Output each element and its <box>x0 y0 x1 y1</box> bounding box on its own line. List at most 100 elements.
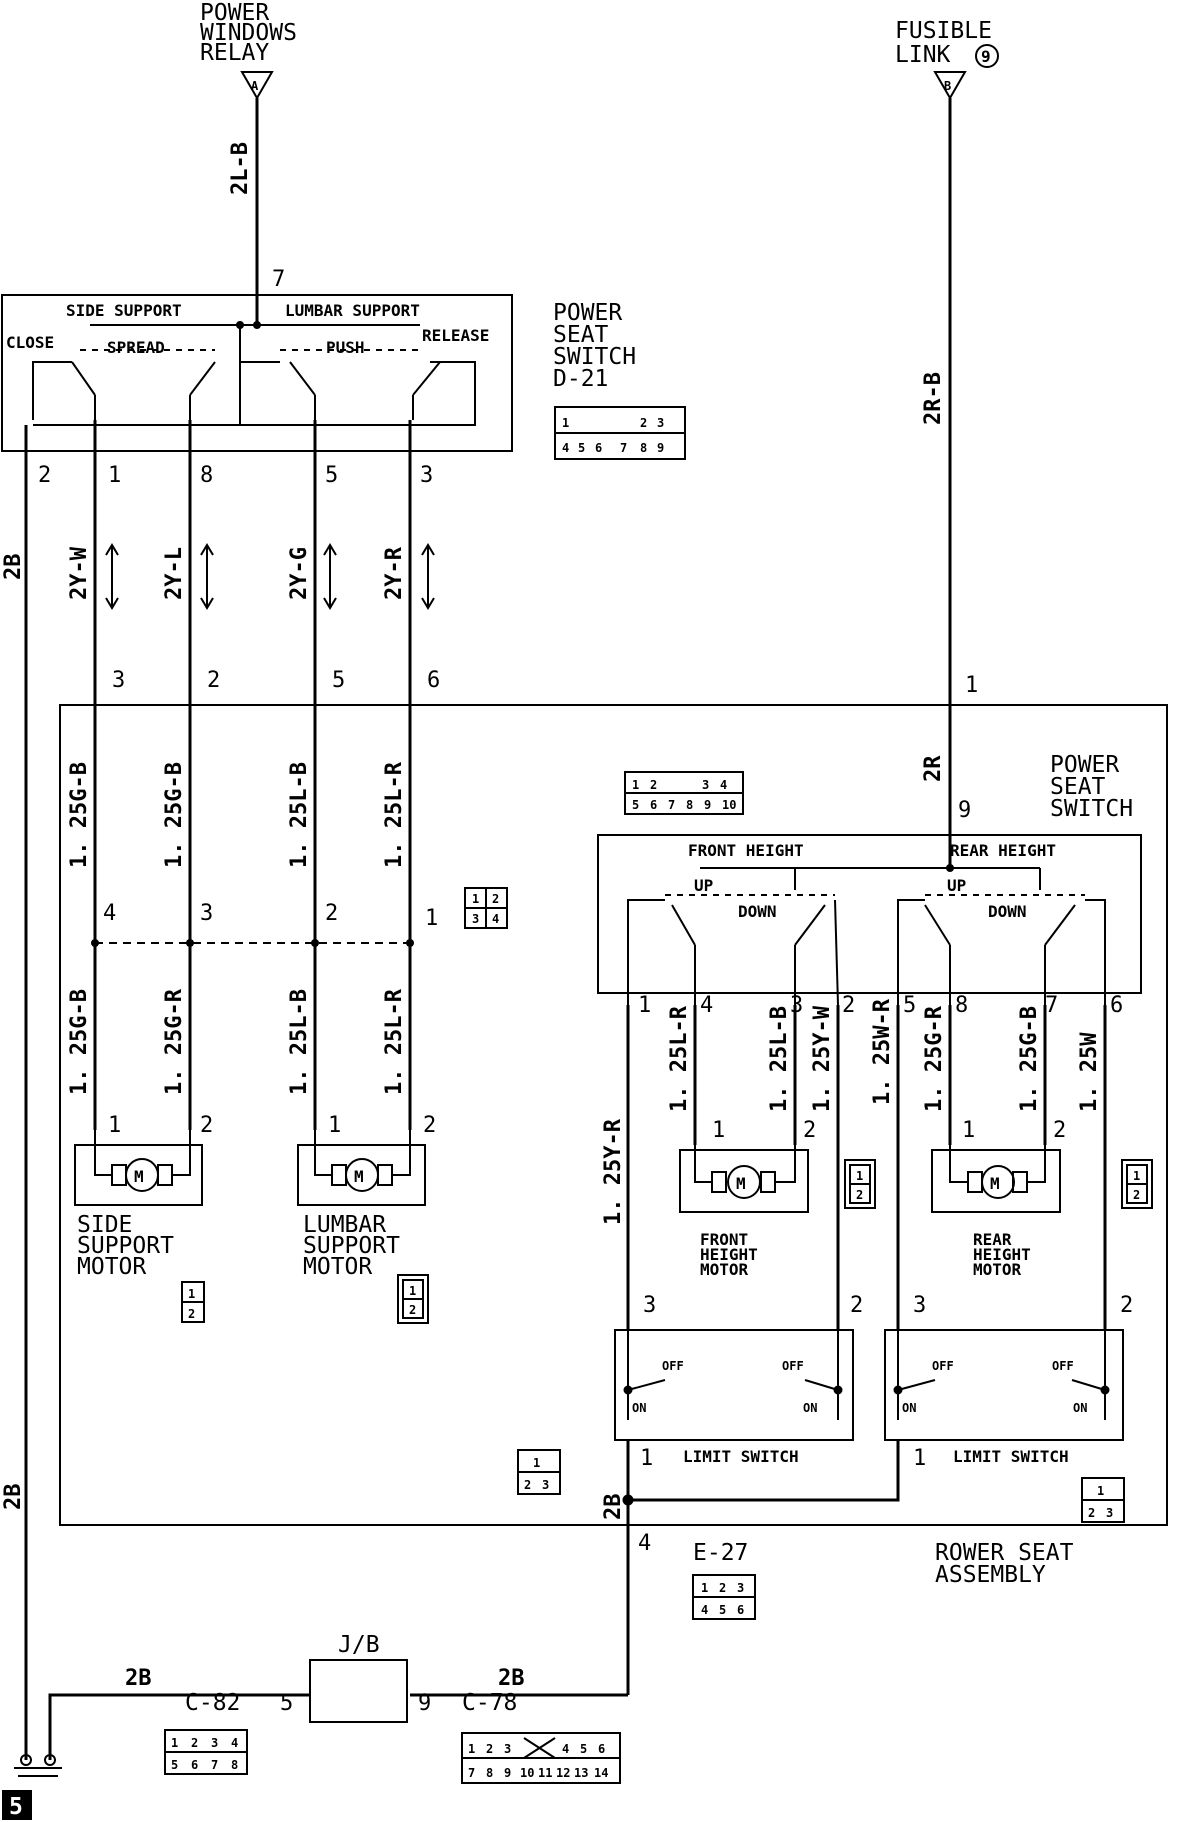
front-limit-pin-1: 1 <box>640 1446 653 1471</box>
wire-label-125gb-r: 1. 25G-B <box>1017 1006 1042 1112</box>
c10-pin-2: 2 <box>650 778 657 792</box>
wire-label-125gb-a: 1. 25G-B <box>67 762 92 868</box>
c78-pin-1: 1 <box>468 1742 475 1756</box>
ground-icon <box>14 1754 62 1777</box>
lumbar-motor-symbol-icon: M <box>354 1167 364 1186</box>
relay-connector-icon <box>240 71 274 101</box>
side-conn-pin-2: 2 <box>188 1307 195 1321</box>
lumbar-support-motor-box <box>297 1144 426 1206</box>
wire-label-125gb-c: 1. 25G-B <box>67 989 92 1095</box>
c78-pin-4: 4 <box>562 1742 569 1756</box>
c78-pin-6: 6 <box>598 1742 605 1756</box>
wire-label-125lr-a: 1. 25L-R <box>382 761 407 868</box>
hs-pin-7: 7 <box>1045 993 1058 1018</box>
wire-label-2y-r: 2Y-R <box>382 546 407 600</box>
hs-pin-6: 6 <box>1110 993 1123 1018</box>
c78-pin-2: 2 <box>486 1742 493 1756</box>
asm-pin-1: 1 <box>965 673 978 698</box>
rear-limit-connector-icon <box>1081 1477 1125 1523</box>
side-motor-pin-2: 2 <box>200 1113 213 1138</box>
wire-label-2r-b: 2R-B <box>921 372 946 425</box>
c10-pin-1: 1 <box>632 778 639 792</box>
rear-conn-pin-2: 2 <box>1133 1188 1140 1202</box>
c4-pin-4: 4 <box>492 912 499 926</box>
switch-code: D-21 <box>553 366 608 392</box>
lumbar-motor-label-3: MOTOR <box>303 1254 372 1280</box>
relay-tag: A <box>251 79 259 93</box>
rear-limit-off-left: OFF <box>932 1359 954 1373</box>
front-motor-pin-2: 2 <box>803 1118 816 1143</box>
push-label: PUSH <box>326 338 365 357</box>
c78-pin-8: 8 <box>486 1766 493 1780</box>
front-limit-switch-box <box>614 1329 854 1441</box>
d21-pin-2: 2 <box>640 416 647 430</box>
rear-limit-on-right: ON <box>1073 1401 1087 1415</box>
e27-pin-4: 4 <box>701 1603 708 1617</box>
jb-pin-5: 5 <box>280 1691 293 1716</box>
seat-switch-connector-icon <box>624 771 744 815</box>
lumbar-motor-pin-1: 1 <box>328 1113 341 1138</box>
c4-pin-3: 3 <box>472 912 479 926</box>
front-motor-connector-icon <box>844 1159 876 1209</box>
mid-pin-3: 3 <box>200 901 213 926</box>
wire-label-125gr-c: 1. 25G-R <box>162 988 187 1095</box>
c10-pin-10: 10 <box>722 798 736 812</box>
d21-pin-4: 4 <box>562 441 569 455</box>
rear-motor-symbol-icon: M <box>990 1174 1000 1193</box>
rear-motor-pin-2: 2 <box>1053 1118 1066 1143</box>
wire-label-2b-bottom-right: 2B <box>498 1666 525 1691</box>
assembly-title-1: ROWER SEAT <box>935 1540 1074 1566</box>
jb-box <box>309 1659 408 1723</box>
c78-pin-10: 10 <box>520 1766 534 1780</box>
release-label: RELEASE <box>422 326 489 345</box>
asm-pin-9: 9 <box>958 798 971 823</box>
front-height-label: FRONT HEIGHT <box>688 841 804 860</box>
side-support-motor-box <box>74 1144 203 1206</box>
page-number-badge <box>2 1790 32 1820</box>
fusible-label-1: FUSIBLE <box>895 18 992 44</box>
front-limit-pin-3: 3 <box>643 1293 656 1318</box>
front-down-label: DOWN <box>738 902 777 921</box>
fusible-tag: B <box>944 79 951 93</box>
asm-pin-2: 2 <box>207 668 220 693</box>
jb-label: J/B <box>338 1632 380 1658</box>
rear-motor-label-2: HEIGHT <box>973 1245 1031 1264</box>
c82-pin-4: 4 <box>231 1736 238 1750</box>
front-limit-off-left: OFF <box>662 1359 684 1373</box>
switch-title-2: SEAT <box>553 322 609 348</box>
rear-limit-conn-pin-1: 1 <box>1097 1484 1104 1498</box>
wire-label-2l-b: 2L-B <box>228 142 253 195</box>
close-label: CLOSE <box>6 333 54 352</box>
side-conn-pin-1: 1 <box>188 1287 195 1301</box>
rear-motor-connector-icon <box>1121 1159 1153 1209</box>
wire-label-125yw-f: 1. 25Y-W <box>810 1005 835 1112</box>
front-motor-label-2: HEIGHT <box>700 1245 758 1264</box>
wire-label-2r: 2R <box>921 755 946 782</box>
d21-pin-5: 5 <box>578 441 585 455</box>
fusible-connector-icon <box>933 44 999 101</box>
wire-label-2b-bottom-left: 2B <box>125 1666 152 1691</box>
limit-conn-pin-3: 3 <box>542 1478 549 1492</box>
rear-down-label: DOWN <box>988 902 1027 921</box>
hs-pin-2: 2 <box>842 993 855 1018</box>
wire-label-125gr-r: 1. 25G-R <box>922 1005 947 1112</box>
lumbar-conn-pin-2: 2 <box>409 1303 416 1317</box>
e27-pin-5: 5 <box>719 1603 726 1617</box>
rear-limit-pin-2: 2 <box>1120 1293 1133 1318</box>
front-up-label: UP <box>694 876 713 895</box>
c78-pin-9: 9 <box>504 1766 511 1780</box>
rear-motor-label-1: REAR <box>973 1230 1012 1249</box>
c82-label: C-82 <box>185 1690 240 1716</box>
e27-connector-icon <box>692 1574 756 1620</box>
limit-switch-connector-icon <box>517 1449 561 1495</box>
rear-limit-switch-box <box>884 1329 1124 1441</box>
lumbar-motor-label-2: SUPPORT <box>303 1233 400 1259</box>
lumbar-motor-label-1: LUMBAR <box>303 1212 386 1238</box>
power-seat-assembly-box <box>59 704 1168 1526</box>
rear-limit-pin-1: 1 <box>913 1446 926 1471</box>
seat-switch-title-3: SWITCH <box>1050 796 1133 822</box>
c82-pin-2: 2 <box>191 1736 198 1750</box>
rear-limit-conn-pin-2: 2 <box>1088 1506 1095 1520</box>
side-motor-pin-1: 1 <box>108 1113 121 1138</box>
e27-label: E-27 <box>693 1540 748 1566</box>
